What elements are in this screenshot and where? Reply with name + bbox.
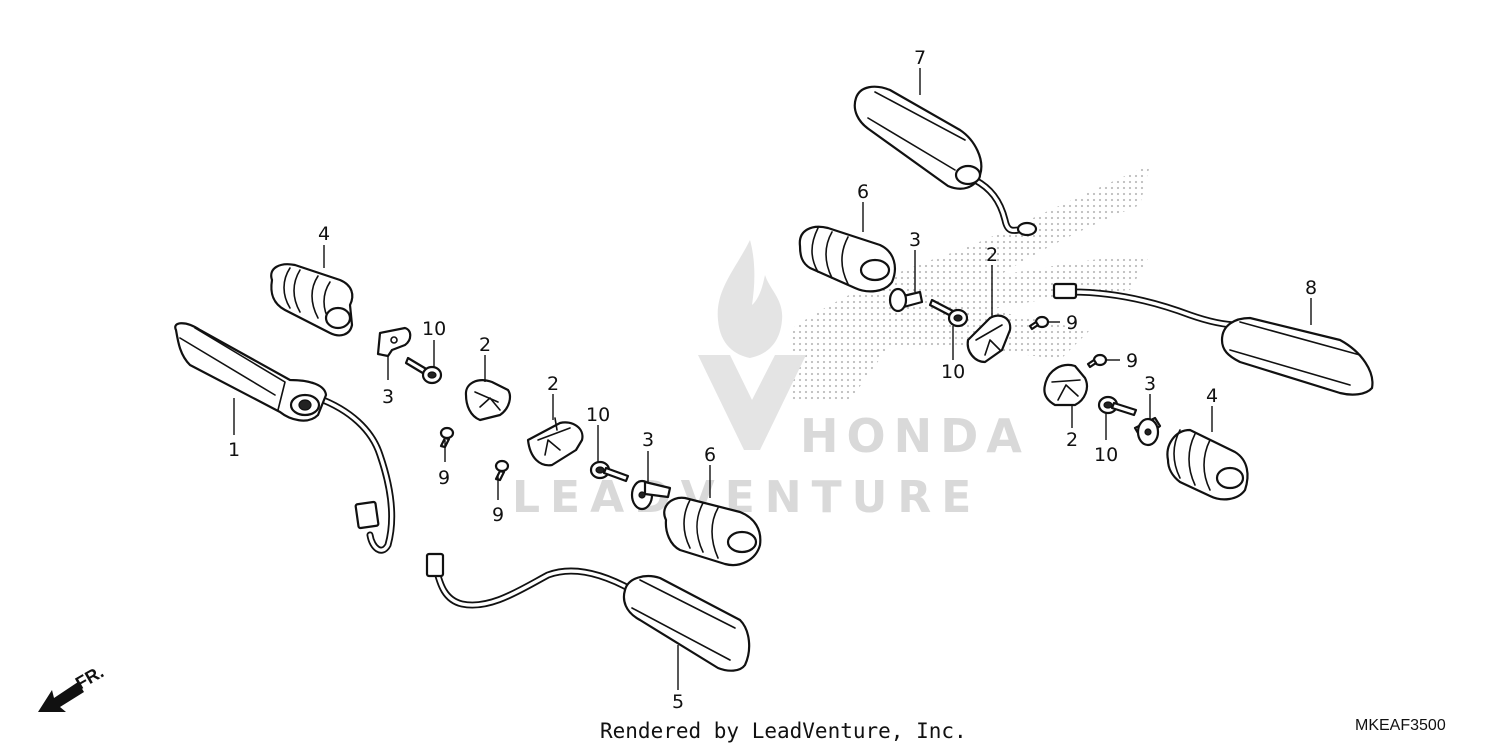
callout-4: 4 — [1206, 385, 1218, 407]
part-9-screw-left-a — [439, 426, 455, 449]
part-4-rubber-mount-right — [1166, 428, 1249, 501]
callouts: 1 2 2 2 2 3 3 3 3 4 4 5 6 6 7 8 9 9 9 9 … — [228, 47, 1317, 713]
part-3-bracket-left-b — [630, 479, 672, 511]
part-3-bracket-right-b — [1133, 416, 1162, 447]
part-2-holder-right-b — [1043, 363, 1089, 407]
callout-3: 3 — [382, 386, 394, 408]
callout-3: 3 — [909, 229, 921, 251]
callout-6: 6 — [857, 181, 869, 203]
callout-9: 9 — [492, 504, 504, 526]
callout-9: 9 — [1066, 312, 1078, 334]
part-3-bracket-left-a — [376, 326, 412, 358]
callout-3: 3 — [1144, 373, 1156, 395]
honda-wing-logo — [790, 165, 1150, 400]
watermark-brand-text: HONDA — [800, 409, 1030, 463]
front-direction-indicator: FR. — [38, 662, 107, 712]
callout-10: 10 — [1094, 444, 1118, 466]
callout-2: 2 — [986, 244, 998, 266]
callout-2: 2 — [1066, 429, 1078, 451]
callout-10: 10 — [422, 318, 446, 340]
callout-4: 4 — [318, 223, 330, 245]
leadventure-v-logo — [698, 355, 806, 450]
part-1-turn-signal-left — [174, 322, 396, 554]
part-10-bolt-left-a — [404, 356, 443, 385]
part-10-bolt-right-a — [928, 298, 969, 328]
part-8-turn-signal-right-rear — [1052, 282, 1374, 396]
callout-7: 7 — [914, 47, 926, 69]
render-credit: Rendered by LeadVenture, Inc. — [600, 719, 967, 743]
callout-9: 9 — [438, 467, 450, 489]
part-2-holder-right-a — [966, 314, 1012, 364]
leader-lines — [233, 68, 1312, 690]
callout-10: 10 — [941, 361, 965, 383]
part-10-bolt-right-b — [1097, 395, 1138, 417]
callout-1: 1 — [228, 439, 240, 461]
callout-6: 6 — [704, 444, 716, 466]
part-2-holder-left-a — [464, 379, 511, 422]
part-6-rubber-mount-right — [798, 225, 896, 293]
callout-8: 8 — [1305, 277, 1317, 299]
part-6-rubber-mount-left — [663, 496, 762, 567]
part-10-bolt-left-b — [589, 460, 630, 483]
callout-3: 3 — [642, 429, 654, 451]
part-4-rubber-mount-left — [270, 263, 354, 337]
part-5-turn-signal-rear — [425, 552, 751, 672]
part-9-screw-right-a — [1028, 315, 1050, 331]
part-2-holder-left-b — [526, 417, 584, 467]
callout-5: 5 — [672, 691, 684, 713]
part-3-bracket-right-a — [888, 287, 924, 313]
callout-10: 10 — [586, 404, 610, 426]
callout-9: 9 — [1126, 350, 1138, 372]
drawing-code: MKEAF3500 — [1355, 717, 1446, 734]
callout-2: 2 — [547, 373, 559, 395]
callout-2: 2 — [479, 334, 491, 356]
part-7-turn-signal-right — [853, 85, 1038, 237]
arrow-down-left-icon — [38, 682, 84, 712]
leadventure-flame-logo — [717, 240, 783, 358]
part-9-screw-right-b — [1086, 353, 1108, 369]
